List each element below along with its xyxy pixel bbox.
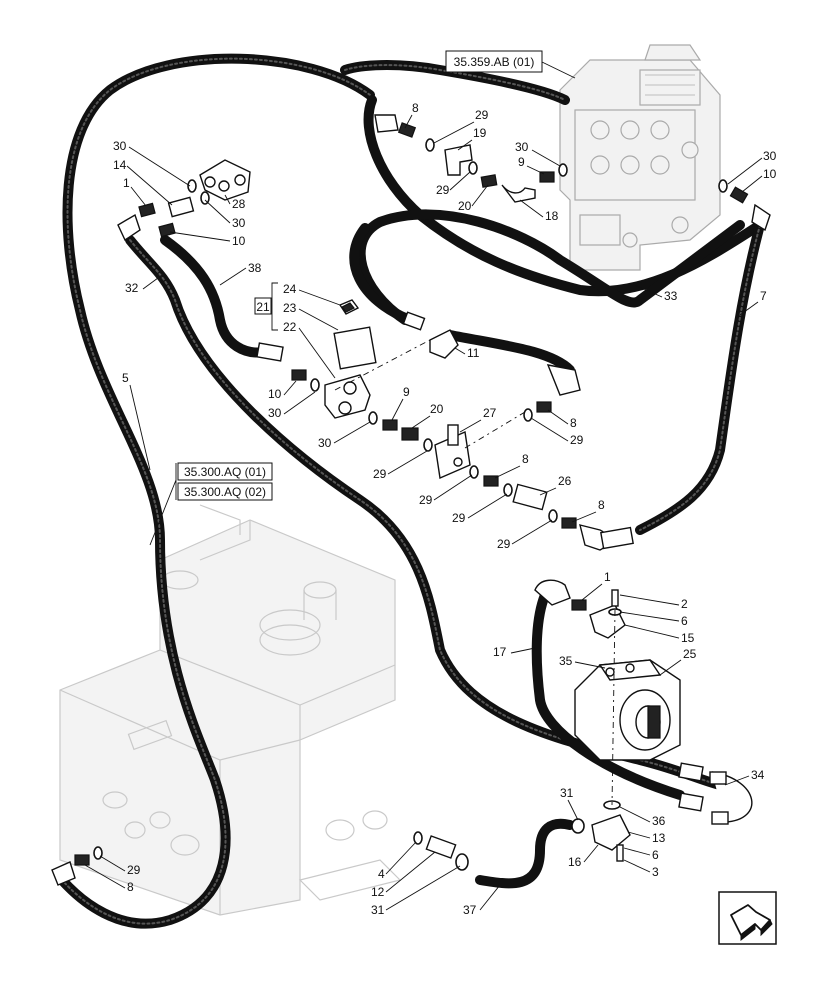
callout-26: 26 <box>558 474 572 488</box>
callout-22: 22 <box>283 320 297 334</box>
callout-20: 20 <box>430 402 444 416</box>
callout-16: 16 <box>568 855 582 869</box>
callout-24: 24 <box>283 282 297 296</box>
callout-36: 36 <box>652 814 666 828</box>
callout-29: 29 <box>419 493 433 507</box>
callout-17: 17 <box>493 645 507 659</box>
callout-10: 10 <box>268 387 282 401</box>
callout-14: 14 <box>113 158 127 172</box>
callout-33: 33 <box>664 289 678 303</box>
callout-30: 30 <box>232 216 246 230</box>
reference-label: 35.300.AQ (01) <box>184 465 266 479</box>
callout-38: 38 <box>248 261 262 275</box>
callout-6: 6 <box>652 848 659 862</box>
control-valve-ghost <box>559 44 721 271</box>
callout-8: 8 <box>598 498 605 512</box>
reference-label: 35.300.AQ (02) <box>184 485 266 499</box>
callout-9: 9 <box>518 155 525 169</box>
hydraulic-tank-ghost <box>59 504 402 916</box>
callout-3: 3 <box>652 865 659 879</box>
hose-11 <box>355 209 745 325</box>
callout-20: 20 <box>458 199 472 213</box>
callout-18: 18 <box>545 209 559 223</box>
callout-29: 29 <box>497 537 511 551</box>
fittings <box>51 114 771 886</box>
callout-29: 29 <box>436 183 450 197</box>
callout-30: 30 <box>268 406 282 420</box>
callout-1: 1 <box>604 570 611 584</box>
reference-label: 21 <box>256 300 270 314</box>
callout-30: 30 <box>318 436 332 450</box>
reference-label: 35.359.AB (01) <box>454 55 535 69</box>
hose-7 <box>635 220 765 535</box>
callouts: 8 29 19 29 20 18 30 9 30 10 30 14 1 28 3… <box>84 101 777 917</box>
callout-30: 30 <box>515 140 529 154</box>
callout-7: 7 <box>760 289 767 303</box>
hose-33-lower <box>349 223 415 325</box>
callout-8: 8 <box>522 452 529 466</box>
callout-27: 27 <box>483 406 497 420</box>
callout-15: 15 <box>681 631 695 645</box>
group-21-bracket: 21 <box>254 282 278 331</box>
hose-to-elbow-8 <box>445 330 575 375</box>
callout-4: 4 <box>378 867 385 881</box>
reference-tank-1[interactable]: 35.300.AQ (01) <box>177 462 273 481</box>
hose-17 <box>531 590 685 800</box>
callout-29: 29 <box>127 863 141 877</box>
reference-tank-2[interactable]: 35.300.AQ (02) <box>149 463 273 546</box>
callout-23: 23 <box>283 301 297 315</box>
callout-19: 19 <box>473 126 487 140</box>
callout-30: 30 <box>763 149 777 163</box>
callout-2: 2 <box>681 597 688 611</box>
hose-37 <box>475 818 575 889</box>
callout-29: 29 <box>475 108 489 122</box>
callout-31: 31 <box>560 786 574 800</box>
callout-29: 29 <box>570 433 584 447</box>
callout-29: 29 <box>452 511 466 525</box>
callout-10: 10 <box>232 234 246 248</box>
callout-1: 1 <box>123 176 130 190</box>
callout-25: 25 <box>683 647 697 661</box>
hose-38 <box>160 235 270 358</box>
callout-5: 5 <box>122 371 129 385</box>
callout-37: 37 <box>463 903 477 917</box>
callout-30: 30 <box>113 139 127 153</box>
callout-11: 11 <box>467 346 480 360</box>
callout-8: 8 <box>570 416 577 430</box>
next-arrow-icon[interactable] <box>718 891 777 945</box>
reference-valve[interactable]: 35.359.AB (01) <box>445 50 576 79</box>
callout-29: 29 <box>373 467 387 481</box>
callout-8: 8 <box>127 880 134 894</box>
callout-12: 12 <box>371 885 385 899</box>
callout-31: 31 <box>371 903 385 917</box>
callout-28: 28 <box>232 197 246 211</box>
callout-32: 32 <box>125 281 139 295</box>
callout-9: 9 <box>403 385 410 399</box>
callout-6: 6 <box>681 614 688 628</box>
callout-34: 34 <box>751 768 765 782</box>
callout-35: 35 <box>559 654 573 668</box>
callout-10: 10 <box>763 167 777 181</box>
callout-8: 8 <box>412 101 419 115</box>
callout-13: 13 <box>652 831 666 845</box>
